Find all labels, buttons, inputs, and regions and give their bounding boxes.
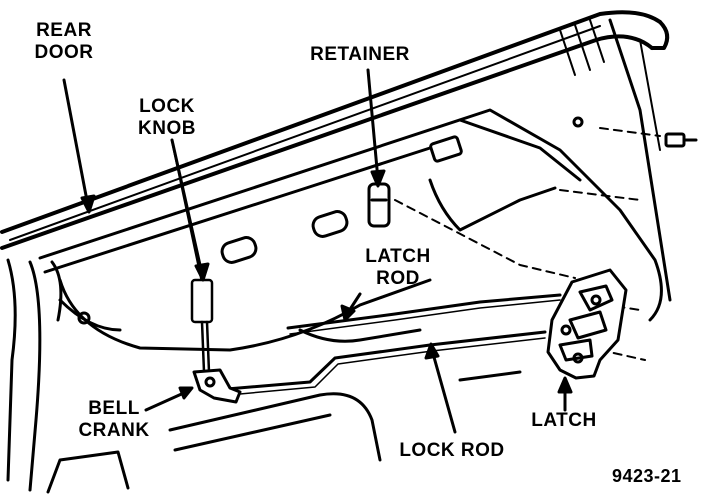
panel-access-holes <box>77 116 584 325</box>
latch-assembly <box>546 268 628 380</box>
label-bell-crank-line2: CRANK <box>78 420 150 441</box>
retainer-clip <box>367 182 391 228</box>
label-lock-rod: LOCK ROD <box>392 440 512 462</box>
label-bell-crank-line1: BELL <box>88 398 140 419</box>
label-latch-rod: LATCH ROD <box>358 246 438 290</box>
label-rear-door-line2: DOOR <box>34 42 94 63</box>
label-lock-knob-line1: LOCK <box>139 96 195 117</box>
lower-door-structure <box>6 258 522 494</box>
label-lock-knob: LOCK KNOB <box>126 96 208 140</box>
mounting-bolt <box>599 127 698 148</box>
label-latch-rod-line2: ROD <box>376 268 420 289</box>
label-rear-door-line1: REAR <box>36 20 92 41</box>
inner-door-panel <box>38 108 663 352</box>
label-rear-door: REAR DOOR <box>26 20 102 64</box>
label-latch: LATCH <box>524 410 604 432</box>
label-retainer: RETAINER <box>304 44 416 66</box>
label-bell-crank: BELL CRANK <box>72 398 156 442</box>
label-latch-text: LATCH <box>531 410 597 431</box>
label-latch-rod-line1: LATCH <box>365 246 431 267</box>
label-lock-rod-text: LOCK ROD <box>399 440 505 461</box>
figure-number: 9423-21 <box>612 466 682 486</box>
latch-rod <box>286 293 562 335</box>
label-lock-knob-line2: KNOB <box>138 118 196 139</box>
bell-crank <box>192 368 242 404</box>
lock-rod <box>213 330 547 397</box>
leader-arrows <box>62 68 573 434</box>
door-frame-hatching <box>9 19 605 241</box>
label-retainer-text: RETAINER <box>310 44 410 65</box>
